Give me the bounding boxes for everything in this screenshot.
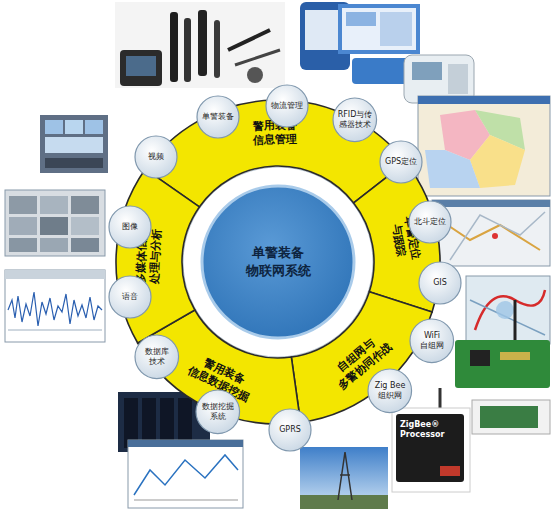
node-label: RFID与传感器技术: [336, 110, 374, 129]
topic-circle: 语音: [108, 275, 152, 319]
map-screenshot: [418, 96, 550, 196]
topic-circle: 单警装备: [196, 95, 240, 139]
ring-layer: [116, 100, 440, 424]
topic-circle: RFID与传感器技术: [332, 97, 378, 143]
topic-circle: 物流管理: [265, 84, 309, 128]
node-label: 单警装备: [199, 112, 237, 122]
node-label: GPRS: [271, 425, 309, 435]
node-label: WiFi 自组网: [413, 331, 451, 350]
node-label: 北斗定位: [411, 217, 449, 227]
node-label: GIS: [421, 278, 459, 288]
node-label: 数据库 技术: [138, 347, 176, 366]
white-ring: [183, 167, 373, 357]
topic-circle: GPS定位: [379, 140, 423, 184]
node-label: 图像: [111, 222, 149, 232]
node-label: Zig Bee 组织网: [371, 381, 409, 400]
route-map: [466, 276, 550, 344]
center-circle: 单警装备 物联网系统: [200, 184, 356, 340]
chip-label: ZigBee® Processor: [400, 420, 456, 440]
topic-circle: 数据库 技术: [134, 334, 180, 380]
topic-circle: 视频: [134, 135, 178, 179]
audio-waveform-screenshot: [5, 270, 105, 342]
devices-photo: [300, 2, 474, 103]
server-room-photo: [118, 392, 243, 508]
node-label: 视频: [137, 152, 175, 162]
equipment-photo: [115, 2, 285, 88]
topic-circle: 北斗定位: [408, 200, 452, 244]
node-label: 物流管理: [268, 101, 306, 111]
topic-circle: 图像: [108, 205, 152, 249]
control-room-photo: [40, 115, 108, 173]
map-screenshot: [432, 200, 550, 266]
center-circle-shape: [200, 184, 356, 340]
node-label: 语音: [111, 292, 149, 302]
topic-circle: WiFi 自组网: [409, 318, 455, 364]
topic-circle: GIS: [418, 261, 462, 305]
topic-circle: 数据挖掘 系统: [195, 389, 241, 435]
node-label: GPS定位: [382, 157, 420, 167]
video-grid-screenshot: [5, 190, 105, 256]
node-label: 数据挖掘 系统: [199, 402, 237, 421]
topic-circle: Zig Bee 组织网: [367, 368, 413, 414]
topic-circle: GPRS: [268, 408, 312, 452]
tower-photo: [300, 447, 388, 509]
node-label: 单警装备 物联网系统: [246, 244, 311, 279]
